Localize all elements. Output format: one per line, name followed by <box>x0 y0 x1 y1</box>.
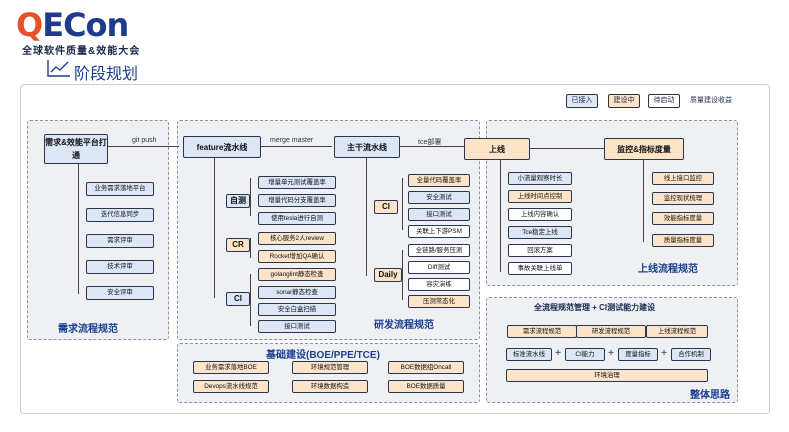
req-item: 安全评审 <box>86 286 154 300</box>
connector <box>500 160 501 272</box>
connector <box>402 250 403 300</box>
infra-item: 环境数据构造 <box>292 380 368 393</box>
page-title: 阶段规划 <box>74 66 139 83</box>
infra-title: 基础建设(BOE/PPE/TCE) <box>266 350 380 361</box>
overall-cap: CI能力 <box>565 348 605 361</box>
monitor-item: 线上接口监控 <box>652 172 714 185</box>
ci-item: 安全白盒扫描 <box>258 303 336 316</box>
feature-pipeline-node: feature流水线 <box>183 136 261 158</box>
plus-sign: + <box>661 348 667 359</box>
infra-item: Devops流水线规范 <box>193 380 269 393</box>
legend-benefit: 质量建设收益 <box>690 97 732 104</box>
daily-item: Diff测试 <box>408 261 470 274</box>
online-item: Tce稳定上线 <box>508 226 572 239</box>
daily-item: 全链路/服务压测 <box>408 244 470 257</box>
daily-tag: Daily <box>374 268 402 282</box>
monitor-item: 效能指标度量 <box>652 212 714 225</box>
cr-tag: CR <box>226 238 250 252</box>
connector <box>260 146 332 147</box>
trunk-ci-tag: CI <box>374 200 398 214</box>
req-item: 业务需求落地平台 <box>86 182 154 196</box>
connector <box>530 148 604 149</box>
overall-env: 环境治理 <box>506 369 708 382</box>
online-title: 上线流程规范 <box>638 264 698 275</box>
plus-sign: + <box>555 348 561 359</box>
online-node: 上线 <box>464 138 530 160</box>
cr-item: Rocket增加QA确认 <box>258 250 336 263</box>
legend-onboarded: 已接入 <box>566 94 598 108</box>
connector <box>366 158 367 276</box>
monitor-item: 质量指标度量 <box>652 234 714 247</box>
conference-name: 全球软件质量&效能大会 <box>22 46 141 57</box>
online-item: 上线时间点控制 <box>508 190 572 203</box>
requirements-title: 需求流程规范 <box>58 324 118 335</box>
connector <box>78 162 79 294</box>
selftest-item: 使用tesla进行自测 <box>258 212 336 225</box>
connector <box>643 160 644 242</box>
selftest-tag: 自测 <box>226 194 250 208</box>
selftest-item: 增量代码分支覆盖率 <box>258 194 336 207</box>
ci-item: golanglint静态检查 <box>258 268 336 281</box>
connector <box>214 158 215 298</box>
connector <box>250 274 251 326</box>
cr-item: 核心服务2人review <box>258 232 336 245</box>
connector <box>402 178 403 230</box>
trend-chart-icon <box>47 60 70 77</box>
overall-spec: 需求流程规范 <box>507 325 577 338</box>
connector <box>250 178 251 216</box>
ci-item: sonar静态检查 <box>258 286 336 299</box>
infra-item: 环境规范管理 <box>292 361 368 374</box>
plus-sign: + <box>608 348 614 359</box>
overall-spec: 研发流程规范 <box>576 325 646 338</box>
overall-heading: 全流程规范管理 + CI测试能力建设 <box>534 303 656 312</box>
overall-cap: 合作机制 <box>671 348 711 361</box>
online-item: 小流量观察时长 <box>508 172 572 185</box>
edge-label-tce-deploy: tce部署 <box>418 139 442 146</box>
legend-pending: 待启动 <box>648 94 680 108</box>
infra-item: 业务需求落地BOE <box>193 361 269 374</box>
overall-spec: 上线流程规范 <box>646 325 708 338</box>
infra-item: BOE数据质量 <box>388 380 464 393</box>
req-item: 需求评审 <box>86 234 154 248</box>
daily-item: 压测常态化 <box>408 295 470 308</box>
connector <box>250 238 251 258</box>
selftest-item: 增量单元测试覆盖率 <box>258 176 336 189</box>
online-item: 上线内容确认 <box>508 208 572 221</box>
monitor-item: 监控现状梳理 <box>652 192 714 205</box>
overall-cap: 标准流水线 <box>506 348 552 361</box>
monitor-node: 监控&指标度量 <box>604 138 684 160</box>
connector <box>398 146 464 147</box>
daily-item: 容灾演练 <box>408 278 470 291</box>
ci-item: 接口测试 <box>258 320 336 333</box>
requirements-main-node: 需求&效能平台打通 <box>44 134 108 164</box>
trunk-ci-item: 接口测试 <box>408 208 470 221</box>
infra-item: BOE数据组Oncall <box>388 361 464 374</box>
online-item: 事故关联上线单 <box>508 262 572 275</box>
trunk-ci-item: 关联上下游PSM <box>408 225 470 238</box>
req-item: 迭代信息同步 <box>86 208 154 222</box>
trunk-pipeline-node: 主干流水线 <box>334 136 400 158</box>
overall-title: 整体思路 <box>690 390 730 401</box>
dev-title: 研发流程规范 <box>374 320 434 331</box>
edge-label-merge-master: merge master <box>270 137 314 144</box>
online-item: 回滚方案 <box>508 244 572 257</box>
ci-tag: CI <box>226 292 250 306</box>
qecon-logo: QECon <box>16 6 129 44</box>
edge-label-git-push: git push <box>132 137 157 144</box>
legend-building: 建设中 <box>608 94 640 108</box>
overall-cap: 度量指标 <box>618 348 658 361</box>
connector <box>107 146 179 147</box>
trunk-ci-item: 安全测试 <box>408 191 470 204</box>
req-item: 技术评审 <box>86 260 154 274</box>
trunk-ci-item: 全量代码覆盖率 <box>408 174 470 187</box>
